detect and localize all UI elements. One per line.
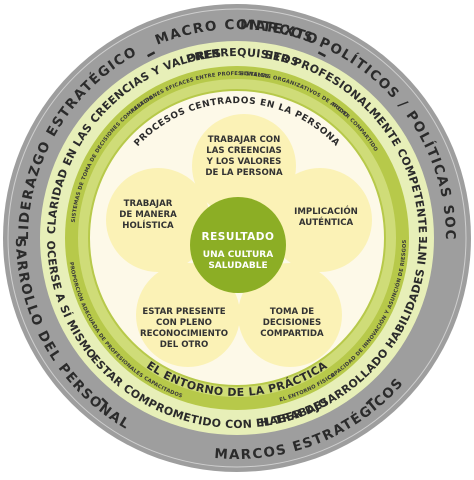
petal-bottom-left (136, 263, 240, 367)
svg-text:LAS CREENCIAS: LAS CREENCIAS (206, 146, 282, 156)
resultado-subtitle-1: UNA CULTURA (203, 250, 273, 260)
svg-text:AUTÉNTICA: AUTÉNTICA (299, 216, 354, 228)
resultado-circle (190, 197, 286, 293)
petal-right (268, 168, 372, 272)
petal-right-text: IMPLICACIÓN AUTÉNTICA (294, 205, 358, 228)
svg-text:Y LOS VALORES: Y LOS VALORES (206, 157, 282, 167)
petal-bottom-right (238, 263, 342, 367)
svg-text:DE LA PERSONA: DE LA PERSONA (205, 168, 283, 178)
petal-bottom-left-text: ESTAR PRESENTE CON PLENO RECONOCIMIENTO … (140, 307, 228, 350)
petal-bottom-right-text: TOMA DE DECISIONES COMPARTIDA (260, 307, 324, 339)
ring-separators (101, 51, 373, 405)
petal-top-text: TRABAJAR CON LAS CREENCIAS Y LOS VALORES… (205, 135, 283, 178)
svg-text:HOLÍSTICA: HOLÍSTICA (122, 219, 174, 231)
svg-text:COMPARTIDA: COMPARTIDA (260, 329, 324, 339)
svg-text:DE MANERA: DE MANERA (119, 210, 177, 220)
resultado-title: RESULTADO (202, 231, 275, 243)
svg-text:CON PLENO: CON PLENO (156, 318, 212, 328)
petal-left-text: TRABAJAR DE MANERA HOLÍSTICA (119, 199, 177, 231)
svg-text:TOMA DE: TOMA DE (270, 307, 314, 317)
petal-top (192, 114, 296, 218)
svg-text:DECISIONES: DECISIONES (263, 318, 321, 328)
svg-text:TRABAJAR CON: TRABAJAR CON (208, 135, 281, 145)
resultado-subtitle-2: SALUDABLE (208, 261, 267, 271)
svg-text:IMPLICACIÓN: IMPLICACIÓN (294, 205, 358, 217)
svg-text:DEL OTRO: DEL OTRO (160, 340, 209, 350)
svg-text:RECONOCIMIENTO: RECONOCIMIENTO (140, 329, 228, 339)
svg-text:ESTAR PRESENTE: ESTAR PRESENTE (142, 307, 225, 317)
svg-text:TRABAJAR: TRABAJAR (124, 199, 173, 209)
petal-left (106, 168, 210, 272)
